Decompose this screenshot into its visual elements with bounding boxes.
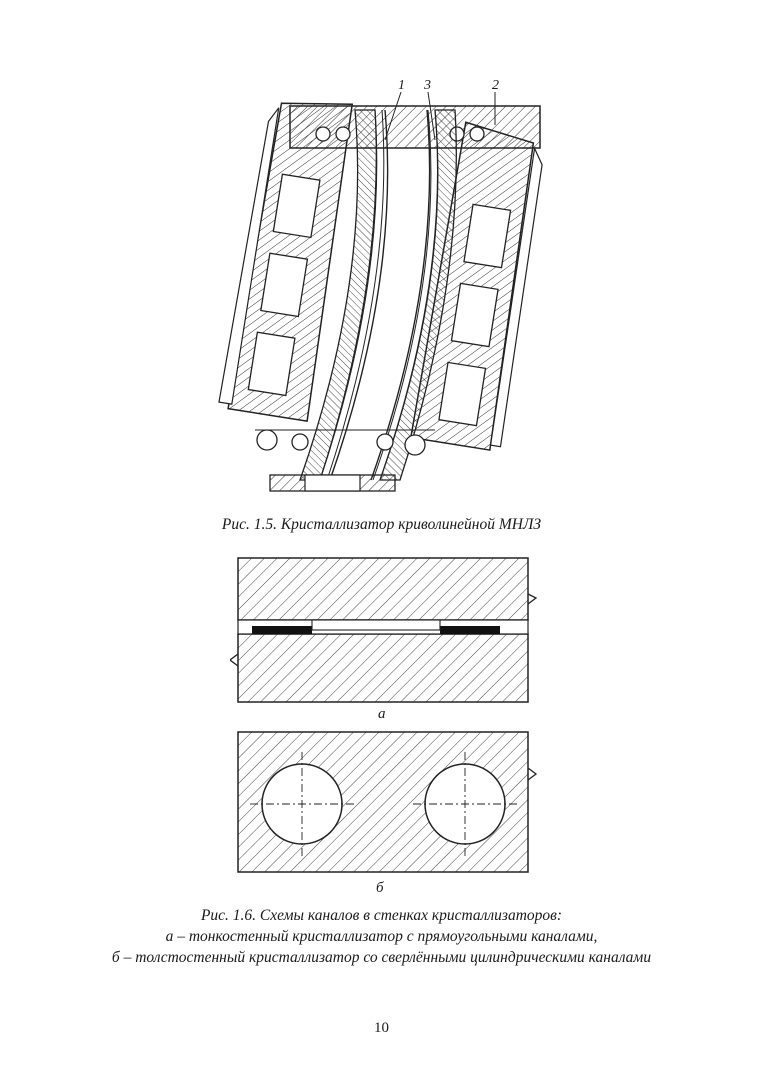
figure-1-6b-drawing (230, 728, 540, 878)
panel-a-label: а (378, 706, 386, 722)
figure-1-6-caption-line-3: б – толстостенный кристаллизатор со свер… (111, 949, 652, 966)
figure-1-6-caption-line-1: Рис. 1.6. Схемы каналов в стенках криста… (200, 907, 563, 924)
figure-1-5-caption: Рис. 1.5. Кристаллизатор криволинейной М… (221, 516, 542, 533)
callout-3: 3 (424, 78, 431, 93)
panel-b-label: б (376, 880, 384, 896)
figure-1-6a-drawing (230, 554, 540, 709)
callout-2: 2 (492, 78, 499, 93)
figure-1-5-mold-drawing (195, 80, 555, 500)
figure-1-6-caption-line-2: а – тонкостенный кристаллизатор с прямоу… (165, 928, 598, 945)
callout-1: 1 (398, 78, 405, 93)
page-number: 10 (374, 1020, 389, 1036)
